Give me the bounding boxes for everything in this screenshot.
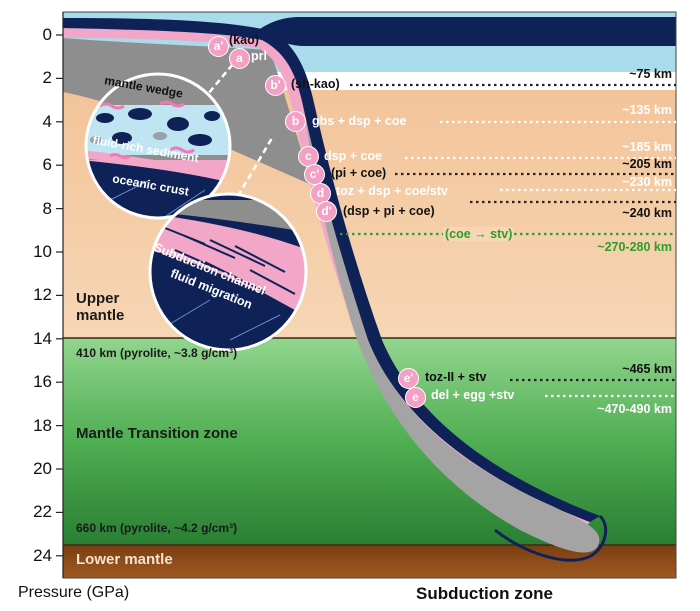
marker-label-b: gbs + dsp + coe (312, 114, 407, 128)
pressure-tick-4: 4 (42, 111, 52, 131)
transition-zone-label: Mantle Transition zone (76, 425, 238, 442)
depth-label-240: ~240 km (622, 206, 672, 220)
overriding-plate (250, 17, 676, 46)
pressure-tick-18: 18 (33, 415, 52, 435)
marker-label-e: del + egg +stv (431, 388, 515, 402)
marker-label-a: prl (251, 49, 267, 63)
pyrolite-410-label: 410 km (pyrolite, ~3.8 g/cm³) (76, 346, 238, 360)
marker-badge-e: e (405, 387, 426, 408)
coe-stv-label: (coe → stv) (443, 227, 515, 241)
pyrolite-660-label: 660 km (pyrolite, ~4.2 g/cm³) (76, 521, 238, 535)
figure-title: Subduction zone (416, 584, 553, 603)
marker-badge-d-prime: d' (316, 201, 337, 222)
depth-label-205: ~205 km (622, 157, 672, 171)
axis-title: Pressure (GPa) (18, 584, 130, 601)
pressure-tick-0: 0 (42, 25, 52, 44)
pressure-tick-8: 8 (42, 198, 52, 218)
depth-label-75: ~75 km (629, 67, 672, 81)
marker-badge-b-prime: b' (265, 75, 286, 96)
depth-label-470: ~470-490 km (597, 402, 672, 416)
pressure-axis (56, 12, 64, 578)
marker-badge-b: b (285, 111, 306, 132)
marker-badge-a-prime: a' (208, 36, 229, 57)
marker-badge-e-prime: e' (398, 368, 419, 389)
marker-label-c-prime: (pi + coe) (331, 166, 387, 180)
marker-badge-a: a (229, 48, 250, 69)
pressure-tick-22: 22 (33, 502, 52, 522)
pressure-tick-6: 6 (42, 155, 52, 175)
inset-subduction-channel (148, 192, 308, 352)
pressure-tick-24: 24 (33, 545, 52, 565)
upper-mantle-label: Upper mantle (76, 290, 125, 324)
pressure-tick-14: 14 (33, 328, 52, 348)
marker-badge-c-prime: c' (304, 164, 325, 185)
marker-label-b-prime: (sh-kao) (291, 77, 340, 91)
depth-label-185: ~185 km (622, 140, 672, 154)
marker-label-d: toz + dsp + coe/stv (336, 184, 448, 198)
depth-label-465: ~465 km (622, 362, 672, 376)
marker-label-d-prime: (dsp + pi + coe) (343, 204, 435, 218)
pressure-tick-20: 20 (33, 459, 52, 478)
depth-label-135: ~135 km (622, 103, 672, 117)
depth-label-270: ~270-280 km (597, 240, 672, 254)
pressure-tick-10: 10 (33, 242, 52, 261)
marker-label-e-prime: toz-II + stv (425, 370, 487, 384)
marker-label-c: dsp + coe (324, 149, 383, 163)
slab-lithosphere (305, 115, 600, 553)
pressure-tick-2: 2 (42, 68, 52, 88)
pressure-tick-12: 12 (33, 285, 52, 305)
marker-label-a-prime: (kao) (229, 33, 259, 47)
lower-mantle-label: Lower mantle (76, 551, 173, 568)
pressure-tick-16: 16 (33, 372, 52, 392)
depth-label-230: ~230 km (622, 175, 672, 189)
